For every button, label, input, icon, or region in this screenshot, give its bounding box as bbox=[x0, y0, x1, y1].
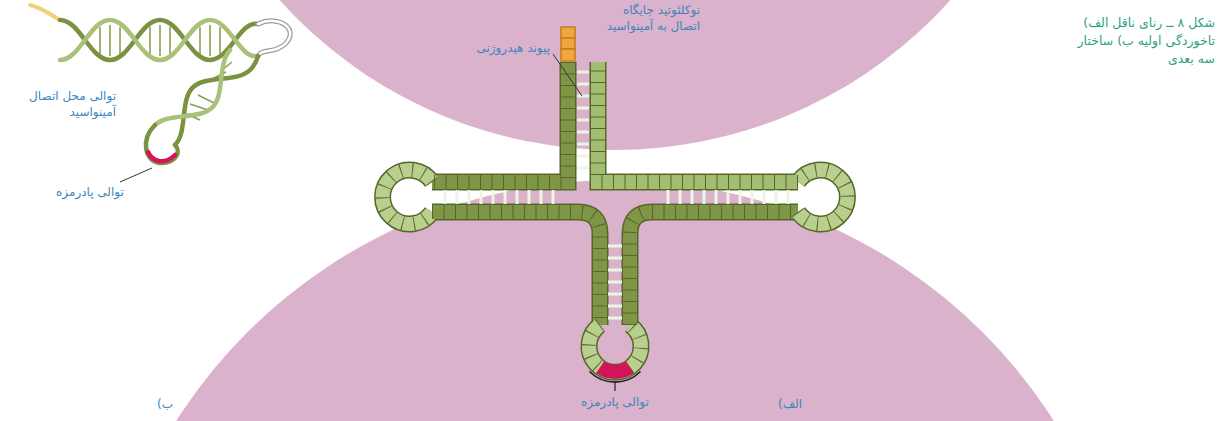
loop-outline bbox=[258, 21, 290, 56]
part-label: توالی پادرمزه bbox=[38, 184, 142, 200]
nucleotide-strand bbox=[798, 170, 847, 224]
nucleotide-divider bbox=[598, 62, 798, 182]
strand-outline bbox=[432, 212, 600, 325]
nucleotide-divider bbox=[432, 212, 600, 325]
nucleotide-strand bbox=[432, 212, 600, 325]
strand-outline bbox=[383, 170, 432, 224]
leader-line bbox=[553, 54, 582, 96]
figure-caption: شکل ۸ ــ رنای ناقل الف) تاخوردگی اولیه ب… bbox=[1077, 14, 1215, 68]
terminal-nucleotide bbox=[561, 27, 575, 61]
part-label: توالی پادرمزه bbox=[550, 394, 680, 410]
nucleotide-strand bbox=[589, 325, 641, 372]
strand-outline bbox=[589, 325, 641, 372]
strand-outline bbox=[598, 62, 798, 182]
panel-letter: الف) bbox=[765, 396, 815, 412]
background-shape bbox=[95, 180, 1135, 421]
terminal-nucleotide bbox=[561, 27, 575, 38]
anticodon-sequence bbox=[600, 367, 630, 372]
strand-outline bbox=[798, 170, 847, 224]
background-shape bbox=[165, 0, 1065, 150]
strand-outline bbox=[432, 62, 568, 182]
nucleotide-strand bbox=[432, 62, 568, 182]
leader-line bbox=[614, 382, 615, 391]
nucleotide-divider bbox=[383, 170, 432, 224]
nucleotide-divider bbox=[383, 62, 848, 372]
helix-strand bbox=[155, 50, 230, 125]
terminal-tail bbox=[30, 5, 60, 20]
nucleotide-divider bbox=[589, 325, 641, 372]
nucleotide-divider bbox=[630, 212, 798, 325]
nucleotide-divider bbox=[432, 62, 568, 182]
strand-outline bbox=[630, 212, 798, 325]
part-label: توالی محل اتصال آمینواسید bbox=[12, 88, 116, 120]
leader-line bbox=[120, 168, 152, 182]
anticodon-bracket bbox=[590, 372, 641, 383]
panel-letter: ب) bbox=[145, 396, 185, 412]
hydrogen-bond bbox=[445, 72, 788, 318]
terminal-nucleotide bbox=[561, 49, 575, 61]
part-label: نوکلئوتید جایگاه اتصال به آمینواسید bbox=[605, 2, 700, 34]
nucleotide-strand bbox=[630, 212, 798, 325]
nucleotide-divider bbox=[798, 170, 847, 224]
nucleotide-strand bbox=[383, 170, 432, 224]
nucleotide-strand bbox=[383, 62, 848, 372]
anticodon-loop bbox=[146, 125, 178, 163]
nucleotide-strand bbox=[598, 62, 798, 182]
part-label: پیوند هیدروژنی bbox=[430, 40, 550, 56]
terminal-nucleotide bbox=[561, 38, 575, 49]
loop-strand bbox=[258, 21, 290, 56]
strand-outline bbox=[383, 62, 848, 372]
anticodon-sequence bbox=[148, 152, 175, 161]
